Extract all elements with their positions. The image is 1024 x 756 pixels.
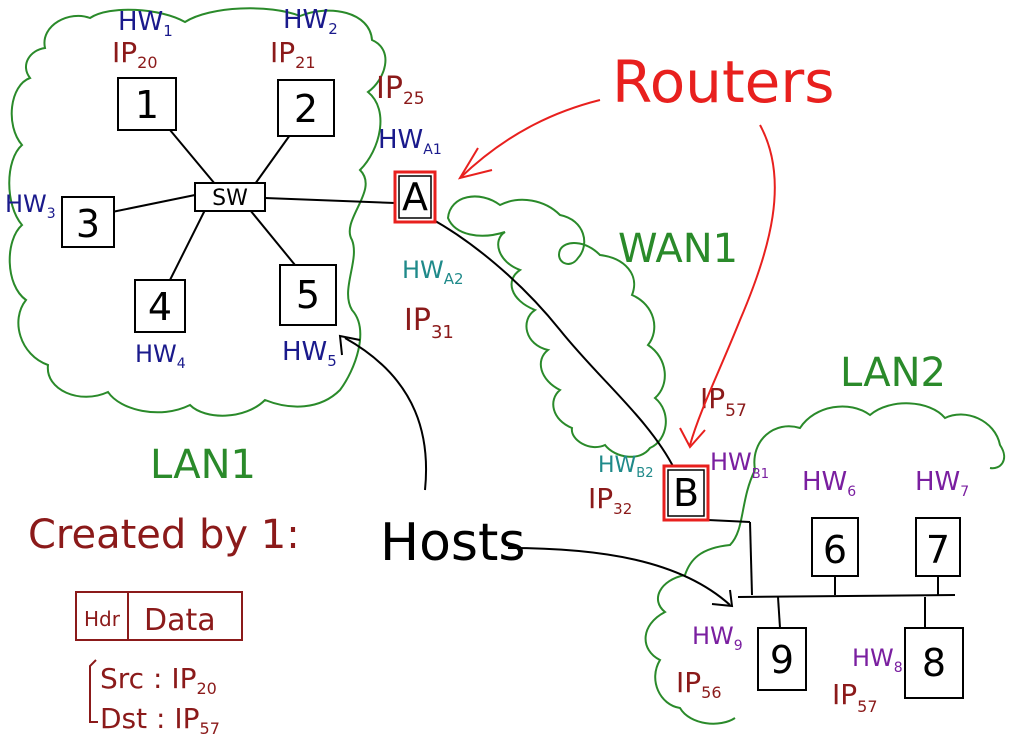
ip56-label: IP56 bbox=[676, 666, 722, 702]
host-1-box bbox=[117, 77, 177, 131]
packet-hdr: Hdr bbox=[84, 607, 121, 631]
host-2-label: 2 bbox=[294, 87, 318, 131]
host-3-box bbox=[61, 196, 115, 248]
host-7-box bbox=[915, 517, 961, 577]
host-6-box bbox=[811, 517, 859, 577]
hw9-label: HW9 bbox=[692, 622, 743, 654]
packet-dst: Dst : IP57 bbox=[100, 702, 220, 738]
ip57-label: IP57 bbox=[832, 678, 878, 716]
hwB1-label: HWB1 bbox=[710, 448, 769, 482]
host-8-label: 8 bbox=[922, 641, 946, 685]
link-sw-3 bbox=[111, 194, 196, 213]
hw4-label: HW4 bbox=[135, 340, 186, 372]
lan2-bus bbox=[737, 594, 956, 598]
host-5-box bbox=[279, 264, 337, 326]
link-sw-1 bbox=[169, 129, 216, 185]
link-sw-5 bbox=[249, 209, 296, 266]
router-b-inner bbox=[667, 469, 705, 517]
router-b-label: B bbox=[673, 471, 699, 515]
ip20-label: IP20 bbox=[112, 36, 158, 72]
ip25-label: IP25 bbox=[376, 71, 425, 109]
host-7-label: 7 bbox=[926, 528, 950, 572]
packet-src: Src : IP20 bbox=[100, 662, 217, 698]
arrow-to-host-9 bbox=[507, 547, 731, 606]
hw5-label: HW5 bbox=[282, 337, 337, 370]
switch-box bbox=[194, 182, 266, 212]
packet-box bbox=[75, 591, 243, 641]
host-4-label: 4 bbox=[148, 285, 172, 329]
hw7-label: HW7 bbox=[915, 467, 969, 500]
host-9-label: 9 bbox=[770, 638, 794, 682]
links bbox=[111, 129, 956, 629]
arrow-to-router-a bbox=[459, 99, 601, 179]
packet-data: Data bbox=[144, 603, 216, 638]
wan1-cloud bbox=[446, 195, 667, 458]
host-1-label: 1 bbox=[135, 83, 159, 127]
router-a-label: A bbox=[402, 175, 428, 219]
link-b-lan2 bbox=[707, 519, 751, 523]
link-sw-4 bbox=[169, 209, 206, 281]
router-a-box bbox=[393, 170, 437, 224]
ip31-label: IP31 bbox=[404, 303, 454, 343]
hwA2-label: HWA2 bbox=[402, 256, 464, 288]
ip32-label: IP32 bbox=[588, 482, 632, 518]
packet-heading: Created by 1: bbox=[28, 512, 300, 558]
lan2-stub bbox=[749, 521, 753, 596]
arrow-head-b bbox=[679, 427, 706, 449]
link-sw-2 bbox=[254, 134, 291, 185]
ip21-label: IP21 bbox=[270, 36, 316, 72]
switch-label: SW bbox=[212, 186, 248, 211]
arrow-to-host-5 bbox=[344, 337, 428, 491]
arrow-to-router-b bbox=[689, 124, 776, 446]
hwA1-label: HWA1 bbox=[378, 125, 442, 158]
host-8-box bbox=[904, 627, 964, 699]
hw8-label: HW8 bbox=[852, 644, 903, 676]
hw6-label: HW6 bbox=[802, 467, 856, 500]
host-6-label: 6 bbox=[823, 528, 847, 572]
lan1-cloud bbox=[8, 7, 387, 417]
link-a-b bbox=[429, 217, 676, 471]
ip57-router-label: IP57 bbox=[700, 382, 747, 421]
router-b-box bbox=[662, 464, 710, 522]
hosts-label: Hosts bbox=[380, 513, 526, 573]
host-4-box bbox=[134, 279, 186, 333]
hwB2-label: HWB2 bbox=[598, 453, 654, 481]
router-a-inner bbox=[398, 175, 432, 219]
hw3-label: HW3 bbox=[5, 190, 56, 222]
wan1-label: WAN1 bbox=[618, 226, 738, 272]
host-9-box bbox=[757, 627, 807, 691]
hw1-label: HW1 bbox=[118, 7, 173, 40]
arrow-head-a bbox=[457, 147, 493, 180]
link-sw-a bbox=[264, 197, 396, 204]
arrow-head-5 bbox=[338, 334, 361, 356]
host-5-label: 5 bbox=[296, 273, 320, 317]
hosts-arrows bbox=[338, 334, 734, 608]
routers-arrows bbox=[457, 99, 776, 449]
arrow-head-9 bbox=[711, 589, 734, 608]
lan2-cloud bbox=[644, 402, 1006, 725]
link-bus-9 bbox=[777, 596, 781, 629]
packet-bracket bbox=[89, 659, 98, 723]
host-3-label: 3 bbox=[76, 202, 100, 246]
routers-title: Routers bbox=[612, 48, 834, 116]
lan2-label: LAN2 bbox=[840, 350, 946, 396]
hw2-label: HW2 bbox=[283, 5, 338, 38]
host-2-box bbox=[277, 79, 335, 137]
lan1-label: LAN1 bbox=[150, 442, 256, 488]
